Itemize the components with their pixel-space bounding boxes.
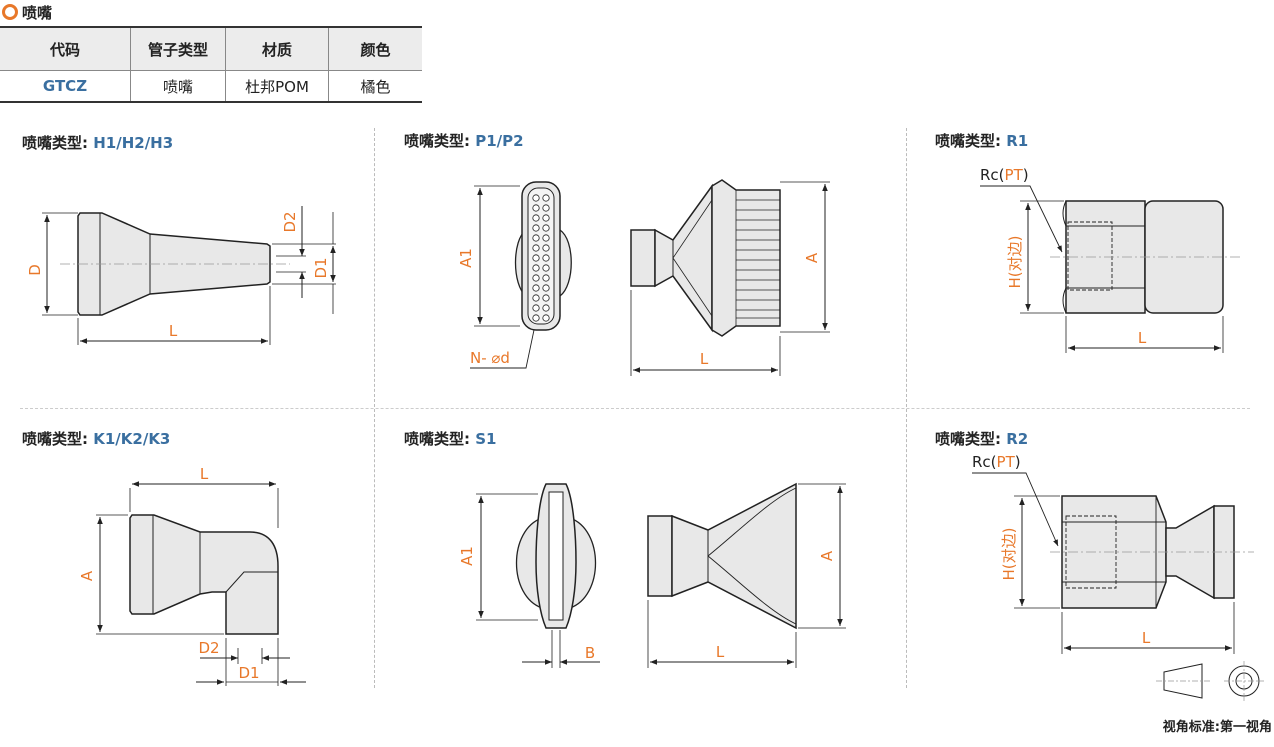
projection-symbol-icon (1156, 661, 1264, 701)
projection-standard-label: 视角标准:第一视角 (1162, 720, 1272, 735)
dim-r1-rc: Rc(PT) (980, 166, 1029, 184)
section-header: 喷嘴 (2, 2, 52, 22)
dim-h-d2: D2 (281, 211, 299, 232)
dim-p-nd: N- ⌀d (470, 349, 510, 367)
dim-s-a: A (818, 550, 836, 561)
drawing-s: A1 B A L (458, 482, 846, 668)
section-title-p: 喷嘴类型: P1/P2 (404, 132, 524, 150)
part-p-front-head (711, 179, 781, 337)
dim-s-a1: A1 (458, 546, 476, 566)
section-title-s: 喷嘴类型: S1 (404, 430, 497, 448)
dim-s-l: L (716, 643, 725, 661)
col-tube-type: 管子类型 (130, 26, 226, 71)
divider-horizontal (20, 408, 1250, 409)
dim-h-d1: D1 (312, 257, 330, 278)
part-s-front-stem (647, 515, 673, 597)
cell-material: 杜邦POM (225, 70, 329, 103)
dim-r1-h: H(对边) (1006, 236, 1024, 289)
drawing-r2: H(对边) L Rc(PT) (972, 453, 1254, 654)
spec-table: 代码 管子类型 材质 颜色 GTCZ 喷嘴 杜邦POM 橘色 (0, 26, 422, 103)
drawing-k: L A D2 D1 (78, 465, 306, 686)
section-title-r1: 喷嘴类型: R1 (935, 132, 1029, 150)
col-material: 材质 (225, 26, 329, 71)
dim-h-l: L (169, 322, 178, 340)
section-title-h: 喷嘴类型: H1/H2/H3 (22, 134, 174, 152)
circle-bullet-icon (2, 4, 18, 20)
drawing-h: D L D2 D1 (26, 206, 336, 345)
cell-code: GTCZ (0, 70, 131, 103)
cell-tube-type: 喷嘴 (130, 70, 226, 103)
dim-p-l: L (700, 350, 709, 368)
cell-color: 橘色 (328, 70, 422, 103)
dim-p-a: A (803, 252, 821, 263)
table-row: GTCZ 喷嘴 杜邦POM 橘色 (0, 70, 422, 103)
section-title-k: 喷嘴类型: K1/K2/K3 (22, 430, 171, 448)
drawing-r1: H(对边) L Rc(PT) (980, 166, 1240, 353)
dim-k-d1: D1 (238, 664, 259, 682)
drawing-p: A1 N- ⌀d A L (457, 179, 830, 376)
dim-s-b: B (585, 644, 595, 662)
holes-group (532, 194, 550, 322)
dim-r2-rc: Rc(PT) (972, 453, 1021, 471)
header-title: 喷嘴 (22, 3, 53, 22)
part-p-front-cone (654, 183, 713, 333)
col-code: 代码 (0, 26, 131, 71)
dim-k-d2: D2 (198, 639, 219, 657)
dim-k-a: A (78, 570, 96, 581)
col-color: 颜色 (328, 26, 422, 71)
dim-r2-h: H(对边) (1000, 528, 1018, 581)
section-title-r2: 喷嘴类型: R2 (935, 430, 1029, 448)
spec-table-header: 代码 管子类型 材质 颜色 (0, 26, 422, 71)
part-k-body (129, 514, 279, 635)
dim-k-l: L (200, 465, 209, 483)
dim-h-d: D (26, 264, 44, 276)
dim-r1-l: L (1138, 329, 1147, 347)
dim-p-a1: A1 (457, 248, 475, 268)
part-s-front-cone (671, 482, 797, 630)
part-p-front-stem (630, 229, 656, 287)
dim-r2-l: L (1142, 629, 1151, 647)
